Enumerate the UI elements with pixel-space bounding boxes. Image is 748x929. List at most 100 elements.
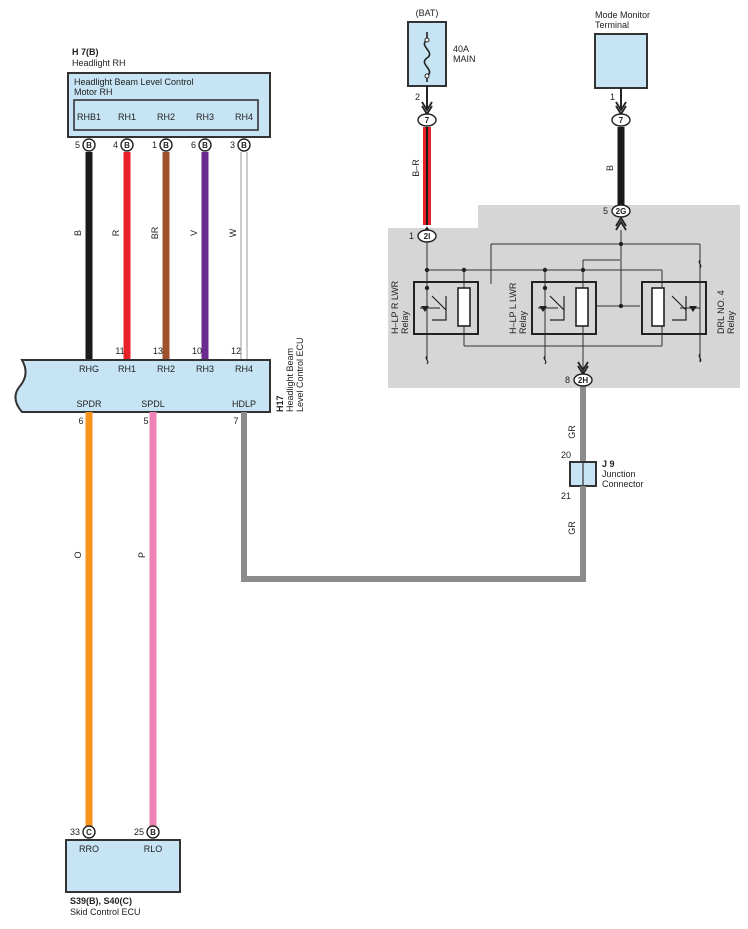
svg-text:W: W [228,228,238,237]
headlight-wire-color-labels: B R BR V W [73,226,238,239]
wire-label-mode-b: B [605,165,615,171]
headlight-name: Headlight RH [72,58,126,68]
svg-text:Headlight Beam: Headlight Beam [285,348,295,412]
mode-connector [611,113,631,127]
relay-l-symbol [531,281,597,335]
headlight-pin-labels: RHB1 RH1 RH2 RH3 RH4 [77,112,253,122]
bat-pin-number: 2 [415,92,420,102]
skid-code: S39(B), S40(C) [70,896,132,906]
relay-drl-label-1: DRL NO. 4 [716,290,726,334]
headlight-code: H 7(B) [72,47,99,57]
junction-pin-in: 20 [561,450,571,460]
svg-text:3: 3 [230,140,235,150]
wire-label-o: O [73,551,83,558]
svg-text:RH4: RH4 [235,364,253,374]
wire-gr-hdlp [241,412,586,582]
svg-text:B: B [202,141,208,150]
fuse-name: MAIN [453,54,476,64]
svg-text:10: 10 [192,346,202,356]
bat-label: (BAT) [416,8,439,18]
svg-text:33: 33 [70,827,80,837]
pin-2h-number: 8 [565,375,570,385]
fuse-icon [423,32,431,82]
relay-l-label-1: H–LP L LWR [508,282,518,334]
svg-text:RH2: RH2 [157,364,175,374]
headlight-motor-label-2: Motor RH [74,87,113,97]
skid-pin-rro: RRO [79,844,99,854]
wire-label-p: P [137,552,147,558]
svg-text:9: 9 [86,346,91,356]
svg-text:R: R [111,229,121,236]
ecu-box [14,359,271,413]
ecu-bottom-pins: SPDR SPDL HDLP 6 5 7 [76,399,256,426]
svg-text:1: 1 [152,140,157,150]
svg-text:B: B [241,141,247,150]
headlight-connectors: B 5 B 4 B 1 B 6 B 3 [75,138,251,152]
relay-r-symbol [413,281,479,335]
skid-ecu-box [65,839,181,893]
svg-text:7: 7 [425,116,430,125]
pin-label-rh4: RH4 [235,112,253,122]
pin-2i-number: 1 [409,231,414,241]
svg-text:5: 5 [75,140,80,150]
svg-text:RHG: RHG [79,364,99,374]
ground-marks [425,259,702,365]
junction-name-1: Junction [602,469,636,479]
junction-name-2: Connector [602,479,644,489]
headlight-motor-label-1: Headlight Beam Level Control [74,77,194,87]
arrow-2g [615,216,627,231]
svg-text:5: 5 [143,416,148,426]
svg-text:2H: 2H [578,376,588,385]
svg-text:BR: BR [150,226,160,239]
svg-text:B: B [86,141,92,150]
pin-label-rhb1: RHB1 [77,112,101,122]
svg-text:B: B [150,828,156,837]
svg-text:SPDR: SPDR [76,399,102,409]
relay-drl-label-2: Relay [726,310,736,334]
svg-text:6: 6 [191,140,196,150]
mode-pin-number: 1 [610,92,615,102]
wire-label-gr-bottom: GR [567,521,577,535]
fuse-rating: 40A [453,44,469,54]
svg-text:13: 13 [153,346,163,356]
headlight-motor-inner-box [73,99,259,131]
relay-r-label-1: H–LP R LWR [390,280,400,334]
svg-text:4: 4 [113,140,118,150]
pin-label-rh1: RH1 [118,112,136,122]
junction-code: J 9 [602,459,615,469]
relay-l-label-2: Relay [518,310,528,334]
pin-label-rh3: RH3 [196,112,214,122]
svg-text:6: 6 [78,416,83,426]
svg-text:2I: 2I [424,232,431,241]
mode-monitor-name-2: Terminal [595,20,629,30]
svg-text:V: V [189,230,199,236]
svg-text:C: C [86,828,92,837]
svg-text:B: B [124,141,130,150]
svg-text:11: 11 [115,346,124,356]
svg-text:RH1: RH1 [118,364,136,374]
relay-r-label-2: Relay [400,310,410,334]
junction-pin-out: 21 [561,491,571,501]
svg-text:HDLP: HDLP [232,399,256,409]
mode-monitor-name-1: Mode Monitor [595,10,650,20]
pin-2g-number: 5 [603,206,608,216]
svg-text:B: B [73,230,83,236]
headlight-motor-box [67,72,271,138]
wire-label-gr-top: GR [567,425,577,439]
svg-text:25: 25 [134,827,144,837]
skid-pin-rlo: RLO [144,844,163,854]
bat-connector [417,113,437,127]
svg-text:12: 12 [231,346,241,356]
svg-text:SPDL: SPDL [141,399,165,409]
relay-junction-dots [424,241,624,309]
svg-text:H17: H17 [275,395,285,412]
ecu-label: H17 Headlight Beam Level Control ECU [275,337,305,412]
pin-label-rh2: RH2 [157,112,175,122]
svg-text:7: 7 [619,116,624,125]
relay-drl-symbol [641,281,707,335]
connector-2h [573,373,593,387]
mode-monitor-box [594,33,648,89]
ecu-top-pins: 9 11 13 10 12 RHG RH1 RH2 RH3 RH4 [79,346,253,374]
svg-text:Level Control ECU: Level Control ECU [295,337,305,412]
